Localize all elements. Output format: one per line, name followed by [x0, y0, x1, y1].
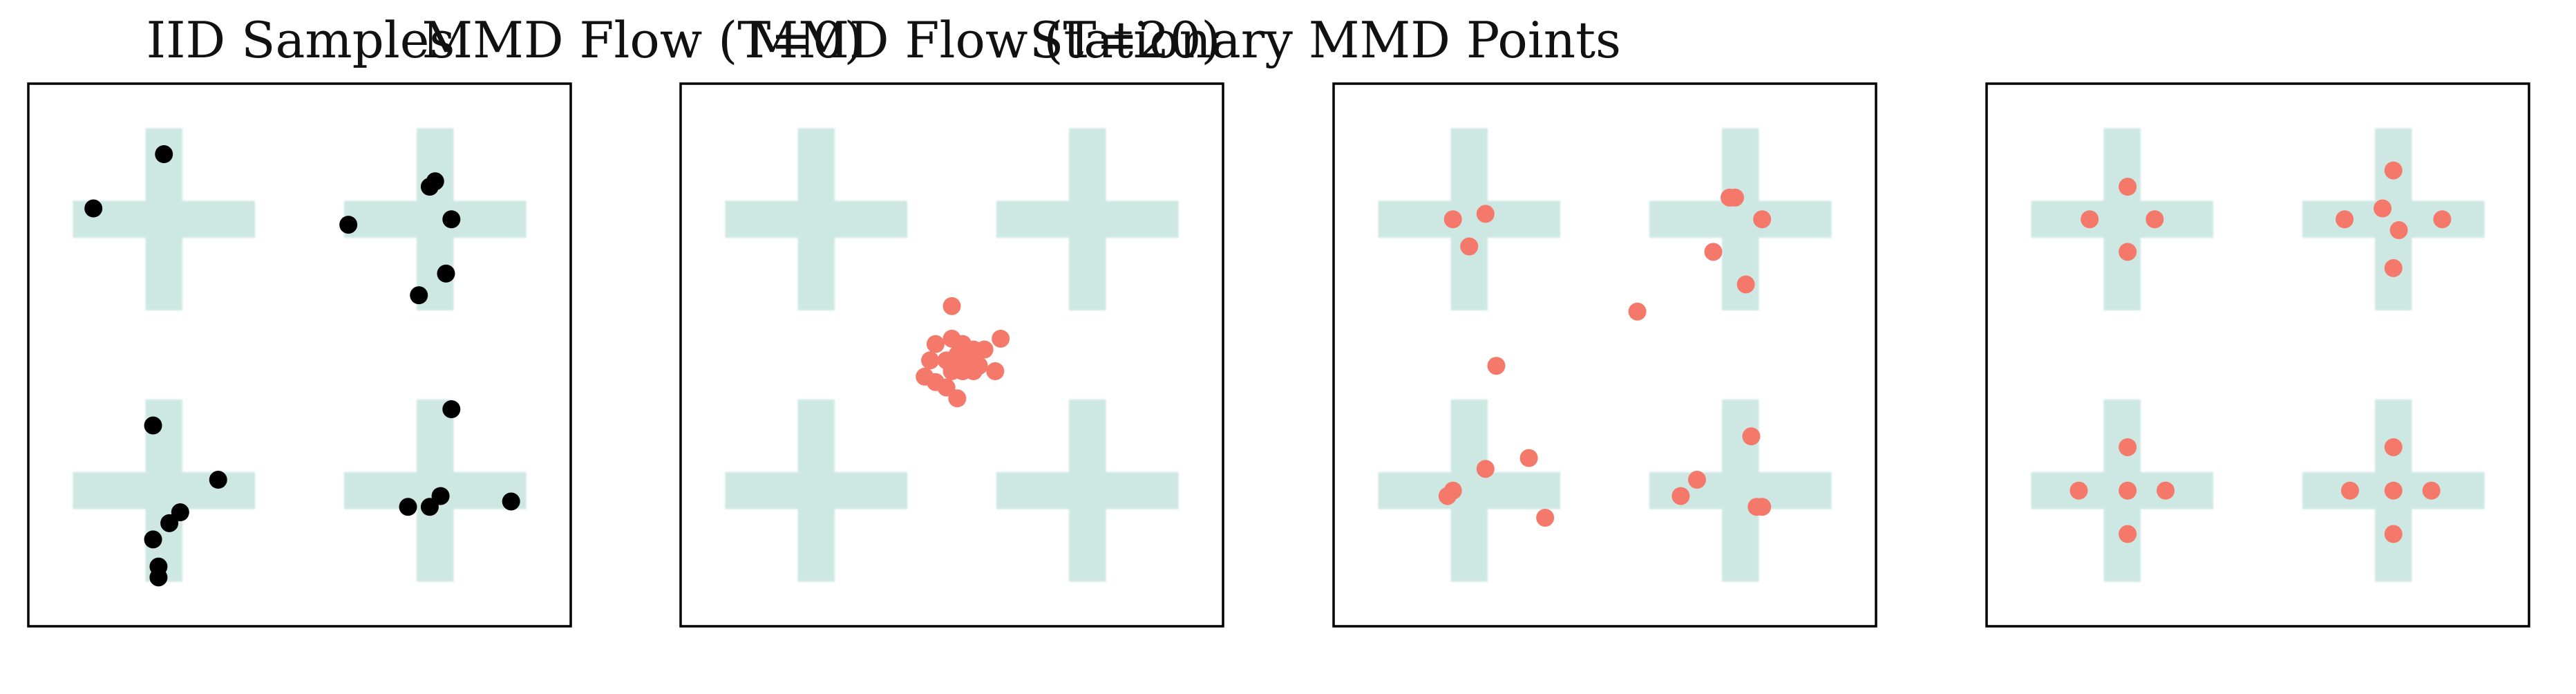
cross-background: [725, 128, 1179, 582]
cross-vertical-arm: [1069, 128, 1106, 311]
panel-frame: [27, 82, 572, 628]
scatter-point: [2384, 525, 2403, 543]
panel-title-flow-t0: MMD Flow (T=0): [422, 11, 864, 69]
scatter-point: [937, 378, 956, 397]
scatter-point: [1443, 210, 1462, 229]
panel-stationary: [1985, 82, 2530, 628]
scatter-point: [2384, 481, 2403, 500]
panel-frame: [1332, 82, 1877, 628]
scatter-point: [502, 492, 520, 511]
panel-flow-t0: [679, 82, 1224, 628]
cross-vertical-arm: [2103, 128, 2141, 311]
scatter-point: [975, 340, 994, 359]
scatter-point: [2340, 481, 2359, 500]
scatter-point: [431, 487, 450, 505]
scatter-point: [1460, 237, 1479, 256]
cross-vertical-arm: [797, 399, 835, 582]
scatter-point: [2389, 221, 2408, 239]
cross-background: [73, 128, 527, 582]
scatter-point: [2119, 438, 2137, 456]
scatter-point: [2384, 161, 2403, 180]
scatter-point: [926, 335, 945, 353]
scatter-point: [442, 210, 461, 229]
scatter-point: [1687, 471, 1706, 489]
scatter-point: [1671, 487, 1690, 505]
scatter-point: [992, 329, 1010, 348]
scatter-point: [1704, 243, 1723, 261]
scatter-point: [2070, 481, 2088, 500]
scatter-point: [1736, 275, 1755, 294]
scatter-point: [948, 389, 967, 408]
scatter-point: [1519, 449, 1538, 467]
scatter-point: [2374, 199, 2392, 218]
scatter-point: [2119, 481, 2137, 500]
scatter-point: [437, 264, 455, 283]
scatter-point: [410, 286, 428, 305]
scatter-point: [2336, 210, 2354, 229]
cross-background: [2031, 128, 2485, 582]
scatter-point: [1748, 498, 1766, 516]
panel-title-stationary: Stationary MMD Points: [1030, 11, 1621, 69]
scatter-point: [2433, 210, 2452, 229]
cross-vertical-arm: [1069, 399, 1106, 582]
cross-background: [1378, 128, 1832, 582]
panel-iid: [27, 82, 572, 628]
scatter-point: [399, 498, 417, 516]
scatter-point: [1536, 509, 1555, 527]
scatter-point: [2146, 210, 2164, 229]
scatter-point: [160, 514, 179, 532]
scatter-point: [2119, 178, 2137, 196]
panel-frame: [1985, 82, 2530, 628]
cross-vertical-arm: [797, 128, 835, 311]
panel-flow-t20: [1332, 82, 1877, 628]
scatter-point: [943, 297, 961, 315]
panel-title-flow-t20: MMD Flow (T=20): [747, 11, 1221, 69]
cross-vertical-arm: [2375, 128, 2412, 311]
scatter-point: [144, 530, 162, 549]
cross-vertical-arm: [1722, 399, 1759, 582]
scatter-point: [2384, 259, 2403, 277]
scatter-point: [1438, 487, 1457, 505]
scatter-point: [209, 471, 227, 489]
scatter-point: [426, 172, 444, 191]
scatter-point: [1487, 357, 1506, 375]
scatter-point: [1725, 188, 1744, 207]
panel-frame: [679, 82, 1224, 628]
scatter-point: [149, 568, 168, 587]
scatter-point: [339, 216, 358, 234]
scatter-point: [1628, 302, 1647, 321]
scatter-point: [2119, 525, 2137, 543]
scatter-point: [986, 362, 1005, 381]
scatter-point: [84, 199, 103, 218]
scatter-point: [442, 400, 461, 418]
scatter-point: [1476, 205, 1495, 223]
scatter-point: [144, 416, 162, 435]
scatter-point: [2422, 481, 2441, 500]
scatter-point: [1742, 427, 1761, 446]
scatter-point: [420, 498, 439, 516]
panel-title-iid: IID Samples: [146, 11, 455, 69]
scatter-point: [2081, 210, 2099, 229]
scatter-point: [2384, 438, 2403, 456]
scatter-point: [964, 362, 983, 381]
scatter-point: [2119, 243, 2137, 261]
scatter-point: [921, 351, 940, 370]
scatter-point: [1753, 210, 1772, 229]
scatter-point: [2157, 481, 2175, 500]
scatter-point: [155, 145, 173, 164]
scatter-point: [171, 503, 189, 522]
scatter-point: [1476, 460, 1495, 478]
